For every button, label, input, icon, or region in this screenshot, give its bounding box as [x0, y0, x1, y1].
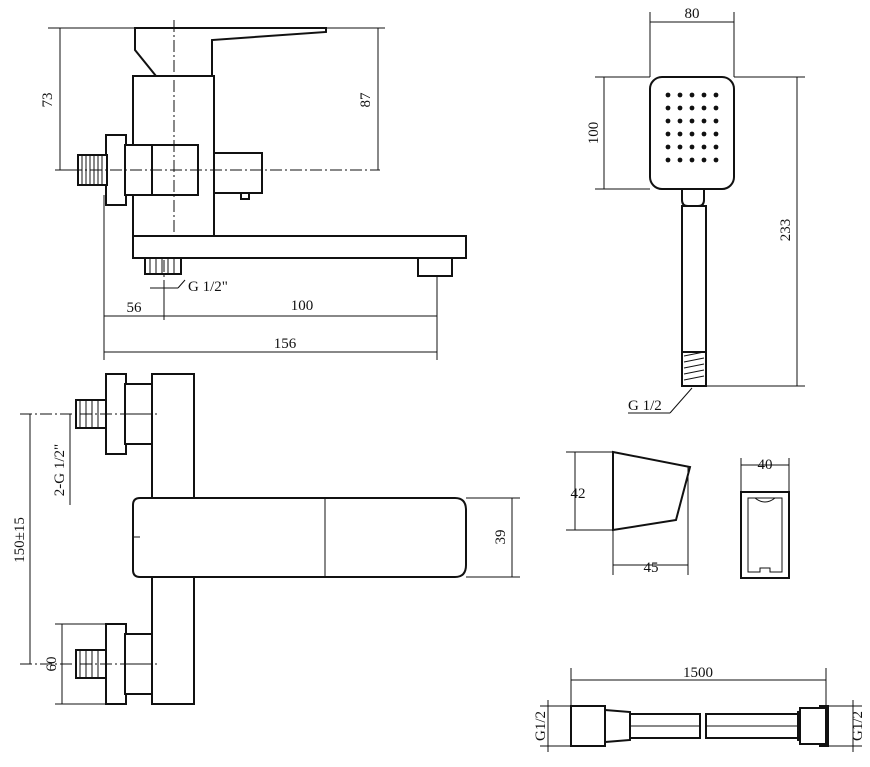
label-inlet-thread: 2-G 1/2" — [52, 444, 68, 496]
dim-inlet-spacing: 150±15 — [12, 517, 28, 563]
spout-aerator — [417, 257, 453, 277]
dim-holder-depth: 45 — [644, 560, 659, 576]
dim-body-height: 39 — [493, 530, 509, 545]
dim-holder-width: 40 — [758, 457, 773, 473]
dim-front-inlet-offset: 60 — [44, 657, 60, 672]
diverter-knob — [213, 152, 263, 194]
hose-left-nut — [570, 705, 606, 747]
shower-connector — [681, 351, 707, 387]
hand-shower: 80 100 233 G 1/2 — [586, 6, 805, 414]
dim-inlet-offset: 56 — [127, 300, 143, 316]
dim-height-to-top: 87 — [358, 92, 374, 108]
label-shower-thread: G 1/2 — [628, 398, 662, 414]
dim-total-length: 156 — [274, 336, 297, 352]
dim-head-width: 80 — [685, 6, 700, 22]
spray-nozzles — [665, 92, 719, 163]
shower-handle — [681, 205, 707, 353]
shower-holder: 42 45 40 — [566, 450, 790, 579]
dim-shower-length: 233 — [778, 219, 794, 242]
holder-side — [612, 450, 692, 532]
label-hose-right-thread: G1/2 — [850, 711, 866, 741]
label-hose-left-thread: G1/2 — [533, 711, 549, 741]
label-outlet-thread: G 1/2" — [188, 279, 228, 295]
spout — [132, 235, 467, 259]
mixer-side-view: 73 87 G 1/2" 56 100 156 — [40, 20, 467, 360]
dim-height-to-handle: 73 — [40, 93, 56, 108]
dim-holder-height: 42 — [571, 486, 586, 502]
dim-spout-reach: 100 — [291, 298, 314, 314]
dim-hose-length: 1500 — [683, 665, 713, 681]
mixer-handle — [134, 27, 327, 77]
front-spout — [132, 497, 467, 578]
bottom-outlet-thread — [144, 257, 182, 275]
dim-head-height: 100 — [586, 122, 602, 145]
shower-hose: 1500 G1/2 G1/2 — [533, 665, 866, 752]
holder-front — [740, 491, 790, 579]
mixer-front-view: 150±15 2-G 1/2" 60 39 — [12, 373, 520, 705]
